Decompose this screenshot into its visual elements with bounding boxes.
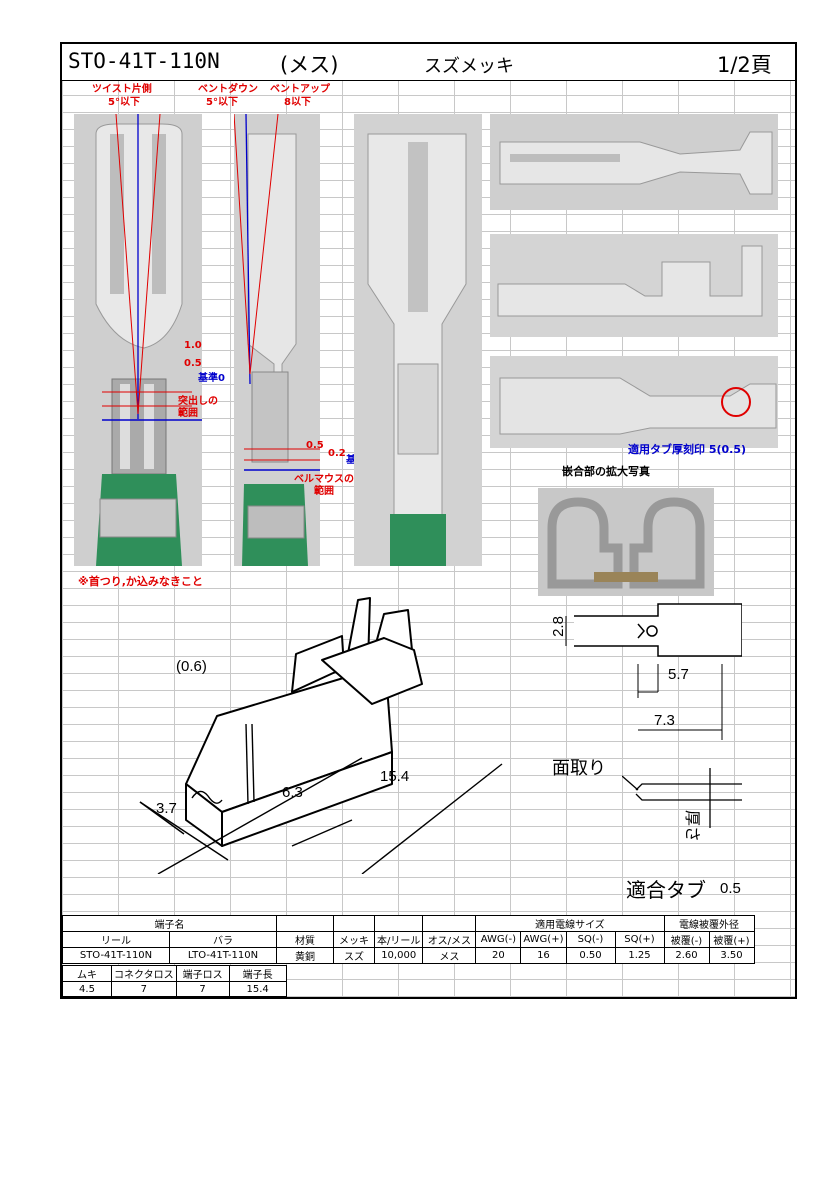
h-sq-min: SQ(-) <box>565 931 616 948</box>
dim-0-6: (0.6) <box>176 658 207 675</box>
sheet-header: STO-41T-110N (メス) スズメッキ 1/2頁 <box>62 44 795 81</box>
dim-0-5-b: 0.5 <box>306 440 324 451</box>
chamfer-label: 面取り <box>552 758 606 778</box>
sq-max-value: 1.25 <box>614 947 665 964</box>
reel-value: STO-41T-110N <box>62 947 170 964</box>
h-ins-min: 被覆(-) <box>663 931 710 948</box>
dim-7-3: 7.3 <box>654 712 675 729</box>
part-number: STO-41T-110N <box>68 49 220 73</box>
h-connector: コネクタロス <box>111 965 177 982</box>
dim-0-5-a: 0.5 <box>184 358 202 369</box>
twist-value: 5°以下 <box>108 97 140 108</box>
h-ins-max: 被覆(+) <box>708 931 755 948</box>
photo-side-middle <box>490 234 778 337</box>
plating-label: スズメッキ <box>424 56 514 77</box>
material-value: 黄銅 <box>276 947 334 964</box>
h-sq-max: SQ(+) <box>614 931 665 948</box>
h-terminal-name: 端子名 <box>62 915 277 932</box>
page-number: 1/2頁 <box>717 53 772 77</box>
h-wire-size: 適用電線サイズ <box>475 915 665 932</box>
dim-5-7: 5.7 <box>668 666 689 683</box>
ins-max-value: 3.50 <box>708 947 755 964</box>
photo-front-view <box>74 114 202 566</box>
bend-up-value: 8以下 <box>284 97 311 108</box>
h-plating: メッキ <box>333 931 375 948</box>
photo-side-bottom <box>490 356 778 448</box>
h-gender: オス/メス <box>422 931 477 948</box>
loose-value: LTO-41T-110N <box>169 947 277 964</box>
isometric-drawing <box>139 597 503 874</box>
photo-enlarged <box>538 488 714 596</box>
spec-sheet: STO-41T-110N (メス) スズメッキ 1/2頁 ツイスト片側 5°以下… <box>60 42 797 999</box>
h-insulation: 電線被覆外径 <box>663 915 755 932</box>
photo-side-view <box>234 114 320 566</box>
dim-6-3: 6.3 <box>282 784 303 801</box>
dim-1-0: 1.0 <box>184 340 202 351</box>
connector-value: 7 <box>111 981 177 997</box>
bellmouth-range: ベルマウスの 範囲 <box>294 474 354 497</box>
gender-value: メス <box>422 947 477 964</box>
enlarged-photo-label: 嵌合部の拡大写真 <box>562 465 650 478</box>
note: ※首つり,か込みなきこと <box>78 575 203 588</box>
h-per-reel: 本/リール <box>373 931 424 948</box>
h-reel: リール <box>62 931 170 948</box>
h-loose: バラ <box>169 931 277 948</box>
terminal-len-value: 15.4 <box>228 981 287 997</box>
bend-down-value: 5°以下 <box>206 97 238 108</box>
thickness-label: 厚さ <box>683 809 701 843</box>
awg-min-value: 20 <box>475 947 522 964</box>
terminal-loss-value: 7 <box>175 981 230 997</box>
dim-0-2: 0.2 <box>328 448 346 459</box>
per-reel-value: 10,000 <box>373 947 424 964</box>
h-material: 材質 <box>276 931 334 948</box>
h-awg-min: AWG(-) <box>475 931 522 948</box>
photo-top-view <box>354 114 482 566</box>
awg-max-value: 16 <box>520 947 567 964</box>
h-strip: ムキ <box>62 965 112 982</box>
tab-drawing <box>565 603 742 740</box>
strip-value: 4.5 <box>62 981 112 997</box>
h-terminal-loss: 端子ロス <box>175 965 230 982</box>
bend-down-title: ベントダウン <box>198 84 258 95</box>
h-awg-max: AWG(+) <box>520 931 567 948</box>
bend-up-title: ベントアップ <box>270 84 330 95</box>
tab-fit-label: 適合タブ <box>626 880 706 902</box>
tab-fit-value: 0.5 <box>720 880 741 897</box>
twist-title: ツイスト片側 <box>92 84 152 95</box>
h-terminal-len: 端子長 <box>228 965 287 982</box>
reference-0-a: 基準0 <box>198 373 225 384</box>
dim-2-8: 2.8 <box>549 616 567 637</box>
ins-min-value: 2.60 <box>663 947 710 964</box>
plating-value: スズ <box>333 947 375 964</box>
dim-15-4: 15.4 <box>380 768 410 785</box>
sq-min-value: 0.50 <box>565 947 616 964</box>
chamfer-drawing <box>622 768 742 828</box>
loss-table: ムキ コネクタロス 端子ロス 端子長 4.5 7 7 15.4 <box>62 965 287 997</box>
gender-label: (メス) <box>280 53 339 77</box>
protrusion-range: 突出しの 範囲 <box>178 396 218 419</box>
dim-3-7: 3.7 <box>156 800 177 817</box>
spec-table: 端子名 適用電線サイズ 電線被覆外径 リール バラ 材質 メッキ 本/リール オ… <box>62 915 755 964</box>
tab-thickness-mark: 適用タブ厚刻印 5(0.5) <box>628 443 747 456</box>
photo-side-top <box>490 114 778 210</box>
